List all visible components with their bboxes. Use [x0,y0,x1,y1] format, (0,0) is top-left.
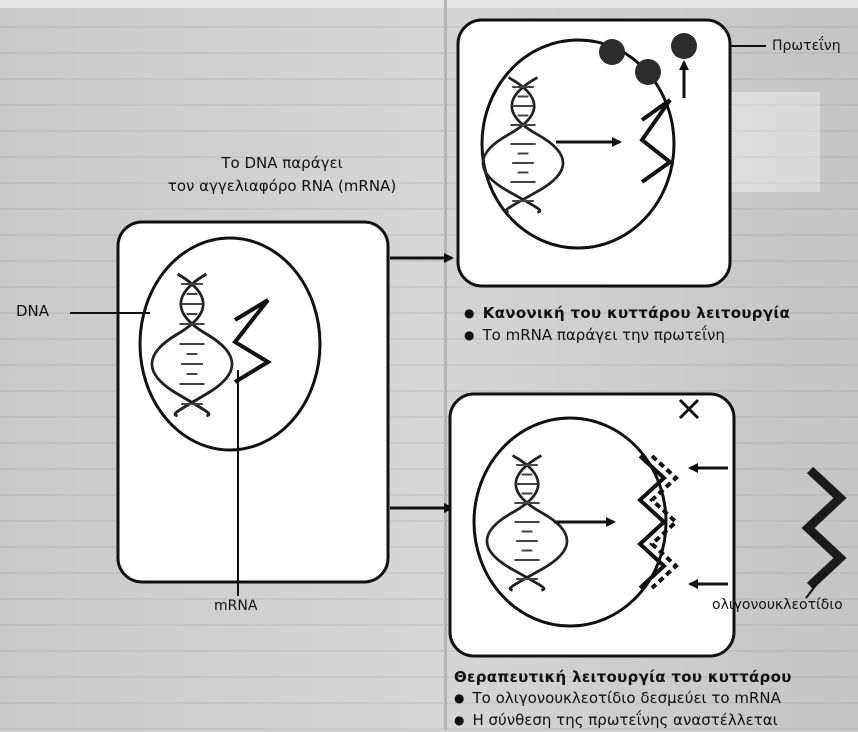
caption-line-2: τον αγγελιαφόρο RNA (mRNA) [150,175,414,198]
therapeutic-point: Η σύνθεση της πρωτεΐνης αναστέλλεται [454,710,792,732]
transcription-caption: Το DNA παράγει τον αγγελιαφόρο RNA (mRNA… [150,152,414,198]
normal-function-point: Το mRNA παράγει την πρωτεΐνη [464,325,790,347]
mrna-label: mRNA [214,598,257,614]
normal-function-heading: Κανονική του κυττάρου λειτουργία [464,303,790,325]
therapeutic-function-title: Θεραπευτική λειτουργία του κυττάρου [454,667,792,688]
normal-cell [458,20,766,286]
normal-function-list: Κανονική του κυττάρου λειτουργία Το mRNA… [464,303,790,347]
dna-label: DNA [16,302,49,320]
caption-line-1: Το DNA παράγει [150,152,414,175]
source-cell [70,222,388,596]
therapy-cell [450,394,734,656]
therapeutic-point: Το ολιγονουκλεοτίδιο δεσμεύει το mRNA [454,688,792,710]
therapeutic-function-list: Θεραπευτική λειτουργία του κυττάρου Το ο… [454,667,792,732]
protein-label: Πρωτεΐνη [772,38,841,54]
oligonucleotide-label: ολιγονουκλεοτίδιο [712,597,843,613]
oligonucleotide-strand-icon [808,470,840,586]
